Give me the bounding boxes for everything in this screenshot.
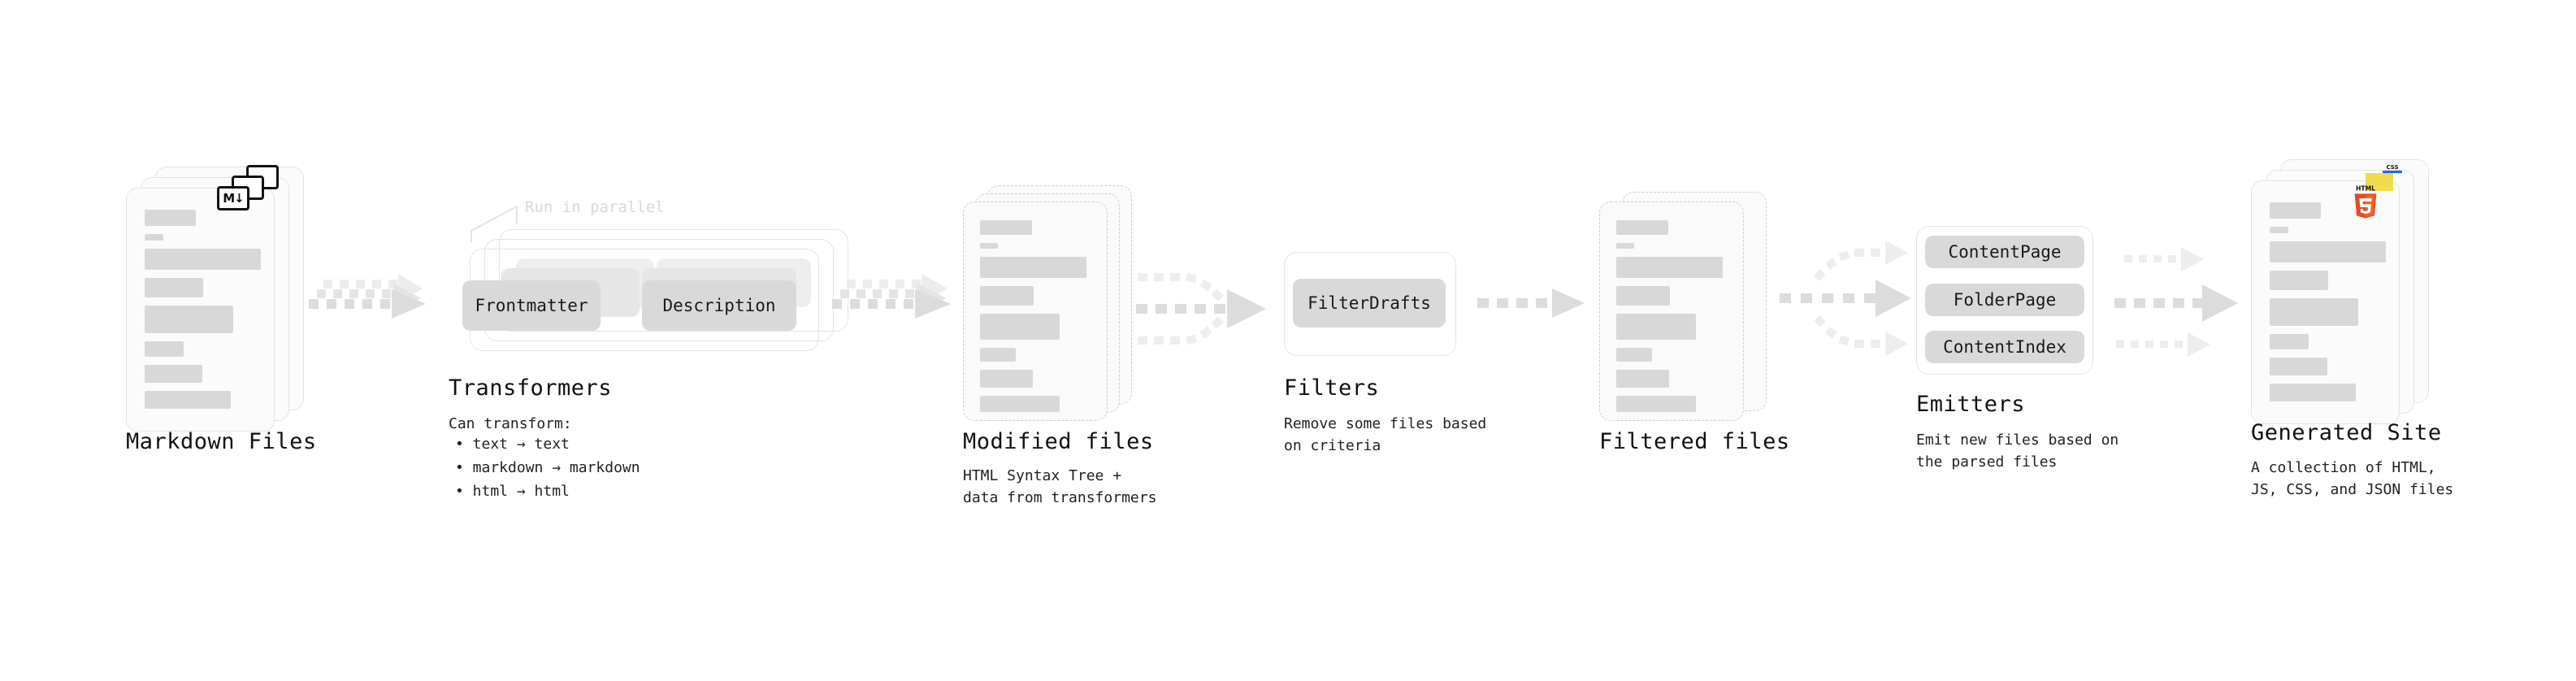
emitters-description: Emit new files based on the parsed files (1916, 432, 2119, 471)
javascript-badge-icon (2366, 173, 2393, 191)
generated-site-description: A collection of HTML, JS, CSS, and JSON … (2251, 459, 2454, 498)
filters-title: Filters (1284, 375, 1380, 401)
modified-card-layer-1 (963, 202, 1108, 421)
transformers-chip-description[interactable]: Description (642, 280, 796, 331)
generated-card-layer-1 (2251, 180, 2400, 424)
transformers-bullet-list: • text → text • markdown → markdown • ht… (455, 432, 640, 503)
filtered-card-layer-1 (1599, 202, 1744, 421)
generated-site-title: Generated Site (2251, 420, 2442, 445)
filters-chip-filterdrafts[interactable]: FilterDrafts (1293, 279, 1446, 327)
filtered-card-content (1616, 220, 1728, 420)
transformers-description: Can transform: (449, 415, 572, 432)
transformers-bullet-0: • text → text (455, 436, 570, 453)
filtered-files-card-stack (1599, 192, 1782, 436)
arrow-filtered-to-emitters (1780, 241, 1911, 356)
emitters-title: Emitters (1916, 392, 2026, 417)
transformers-bullet-1: • markdown → markdown (455, 459, 640, 477)
arrow-transformers-to-modified (832, 274, 951, 319)
transformers-title: Transformers (449, 375, 613, 401)
filters-description: Remove some files based on criteria (1284, 415, 1487, 454)
arrow-emitters-to-site (2114, 247, 2238, 357)
emitters-chip-contentindex[interactable]: ContentIndex (1925, 331, 2084, 363)
svg-text:HTML: HTML (2356, 185, 2375, 193)
run-in-parallel-annotation: Run in parallel (525, 198, 665, 216)
generated-site-card-stack: CSS HTML (2251, 159, 2446, 424)
arrow-modified-to-filters (1136, 272, 1266, 345)
transformers-bullet-2: • html → html (455, 483, 570, 501)
transformers-chip-frontmatter[interactable]: Frontmatter (462, 280, 601, 331)
modified-card-content (980, 220, 1092, 420)
markdown-card-content (145, 210, 261, 417)
emitters-chip-contentpage[interactable]: ContentPage (1925, 236, 2084, 268)
markdown-card-layer-1 (126, 188, 275, 432)
filtered-files-title: Filtered files (1599, 429, 1790, 454)
arrow-filters-to-filtered (1477, 288, 1585, 318)
arrow-markdown-to-transformers (309, 274, 426, 319)
emitters-group-box (1916, 226, 2093, 375)
md-badge-icon: M↓ (217, 186, 249, 210)
run-in-parallel-leader-line (471, 205, 518, 242)
generated-card-content (2270, 202, 2386, 410)
emitters-chip-folderpage[interactable]: FolderPage (1925, 284, 2084, 316)
markdown-files-card-stack: M↓ (126, 165, 309, 432)
svg-text:CSS: CSS (2386, 164, 2398, 171)
modified-files-card-stack (963, 185, 1146, 429)
css3-badge-icon: CSS (2383, 164, 2402, 173)
modified-files-title: Modified files (963, 429, 1154, 454)
modified-files-description: HTML Syntax Tree + data from transformer… (963, 467, 1157, 506)
markdown-files-title: Markdown Files (126, 429, 317, 454)
html5-badge-icon: HTML (2354, 185, 2377, 219)
filters-group-box (1284, 252, 1456, 356)
